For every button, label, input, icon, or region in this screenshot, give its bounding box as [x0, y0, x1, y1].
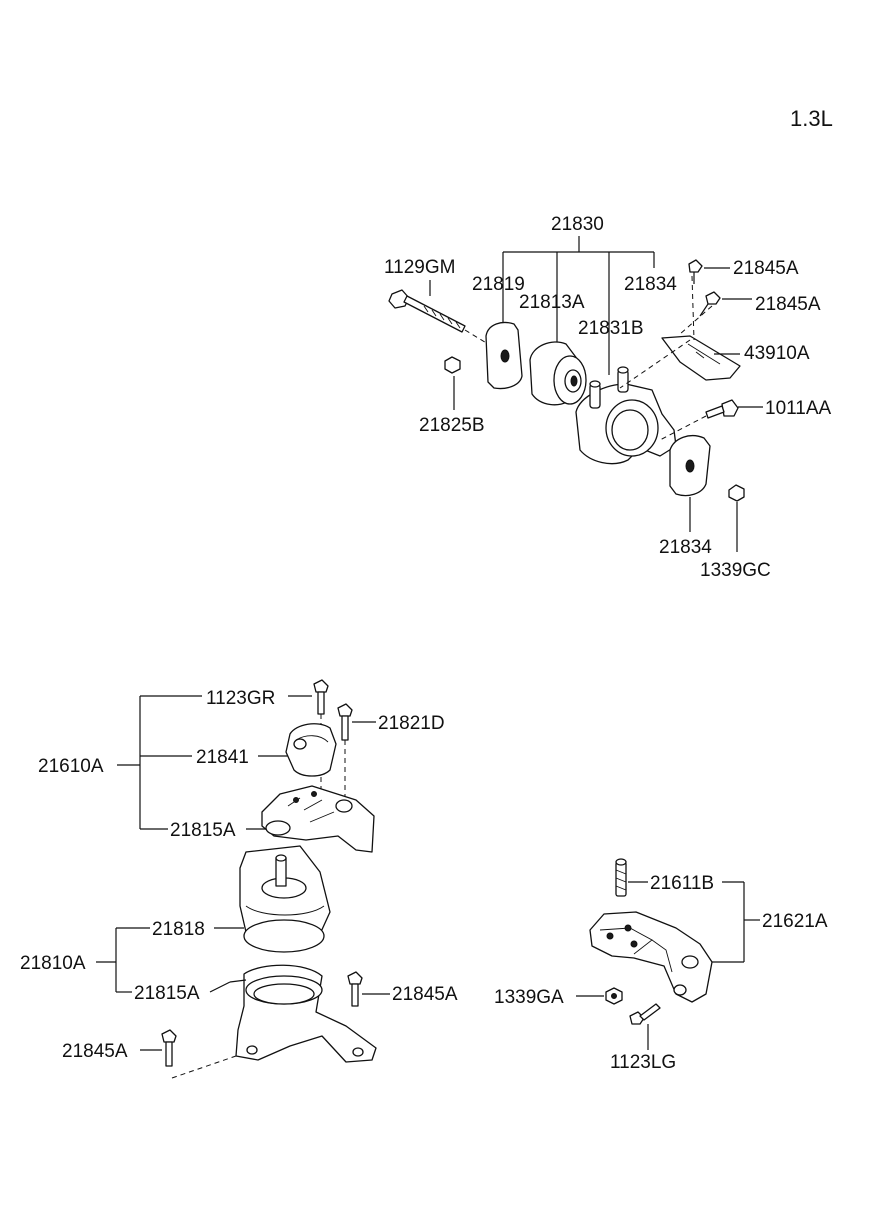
- callout-21845a-top-2: 21845A: [755, 294, 821, 315]
- nut-21825b: [444, 356, 461, 410]
- callout-21813a: 21813A: [519, 292, 585, 313]
- callout-21819: 21819: [472, 274, 525, 295]
- callout-21818: 21818: [152, 919, 205, 940]
- callout-21610a: 21610A: [38, 756, 104, 777]
- callout-21845a-lower-left: 21845A: [62, 1041, 128, 1062]
- callout-21825b: 21825B: [419, 415, 485, 436]
- bolt-21611b: [615, 858, 648, 897]
- engine-mount-assembly: 1123GR 21821D 21610A 21841 21815A 21818 …: [20, 679, 458, 1079]
- long-bolt-1129gm: [388, 280, 489, 345]
- callout-21834-top: 21834: [624, 274, 677, 295]
- mount-insulator-21818: [239, 845, 331, 953]
- callout-1339ga: 1339GA: [494, 987, 564, 1008]
- leader-21830-tree: [502, 236, 655, 375]
- leader-21621a-bracket: [708, 881, 760, 963]
- bolt-21845a-top-1: [688, 259, 730, 284]
- callout-1339gc: 1339GC: [700, 560, 771, 581]
- callout-21621a: 21621A: [762, 911, 828, 932]
- bolt-1123lg: [629, 1003, 661, 1050]
- callout-1011aa: 1011AA: [765, 398, 832, 419]
- bolt-21845a-lower-right: [347, 971, 390, 1007]
- bolt-21821d: [337, 703, 376, 800]
- nut-1339ga: [576, 987, 623, 1005]
- leader-21610a-bracket: [117, 695, 312, 830]
- rubber-bush-21813a: [529, 341, 587, 406]
- callout-21611b: 21611B: [650, 873, 714, 894]
- callout-21831b: 21831B: [578, 318, 644, 339]
- bracket-21831b: [575, 366, 677, 465]
- bolt-21845a-top-2: [699, 291, 752, 317]
- callout-1129gm: 1129GM: [384, 257, 455, 278]
- callout-21845a-lower-right: 21845A: [392, 984, 458, 1005]
- callout-21845a-top-1: 21845A: [733, 258, 799, 279]
- bolt-1011aa: [659, 399, 763, 441]
- callout-21841: 21841: [196, 747, 249, 768]
- callout-21821d: 21821D: [378, 713, 445, 734]
- nut-1339gc: [728, 484, 745, 552]
- washer-plate-21819: [485, 321, 523, 390]
- engine-variant-label: 1.3L: [790, 106, 833, 131]
- bracket-21815a-lower: [209, 964, 377, 1063]
- callout-21810a: 21810A: [20, 953, 86, 974]
- washer-plate-21834: [669, 435, 711, 532]
- transmission-mount-assembly: 21611B 21621A 1339GA 1123LG: [494, 858, 828, 1073]
- bracket-43910a: [619, 275, 741, 389]
- callout-1123lg: 1123LG: [610, 1052, 676, 1073]
- callout-43910a: 43910A: [744, 343, 810, 364]
- callout-1123gr: 1123GR: [206, 688, 275, 709]
- bracket-21621a: [589, 911, 713, 1003]
- callout-21834-bottom: 21834: [659, 537, 712, 558]
- callout-21815a-lower: 21815A: [134, 983, 200, 1004]
- roll-stopper-assembly: 21830 1129GM 21819 21813A 21834 21845A 2…: [384, 214, 832, 581]
- callout-21830: 21830: [551, 214, 604, 235]
- insulator-21841: [285, 723, 337, 777]
- bolt-21845a-lower-left: [140, 1029, 237, 1079]
- callout-21815a-upper: 21815A: [170, 820, 236, 841]
- leader-21810a-bracket: [96, 927, 244, 993]
- bracket-21815a-upper: [261, 785, 375, 853]
